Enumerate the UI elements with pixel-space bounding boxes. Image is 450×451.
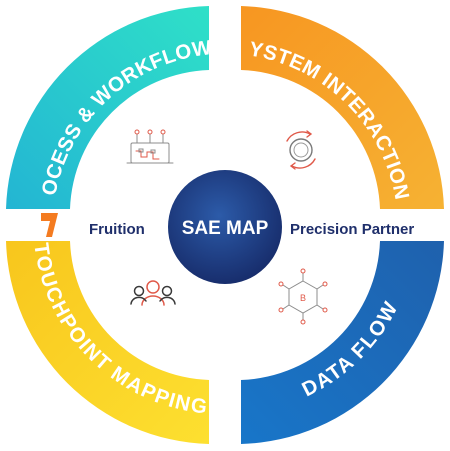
cycle-icon (286, 130, 316, 170)
segment-system-interactions (241, 6, 444, 209)
center-circle (168, 170, 282, 284)
data-hexagon-icon: B (278, 268, 328, 325)
svg-text:B: B (300, 293, 306, 303)
segment-process-workflows (6, 6, 209, 209)
segment-data-flow (241, 241, 444, 444)
people-icon (130, 280, 176, 306)
center-label: SAE MAP (182, 218, 269, 239)
fruition-logo-icon (41, 213, 58, 237)
segment-touchpoint-mapping (6, 241, 209, 444)
workflow-icon (126, 129, 174, 164)
partner-label-fruition: Fruition (89, 221, 145, 238)
partner-label-precision: Precision Partner (290, 221, 414, 238)
